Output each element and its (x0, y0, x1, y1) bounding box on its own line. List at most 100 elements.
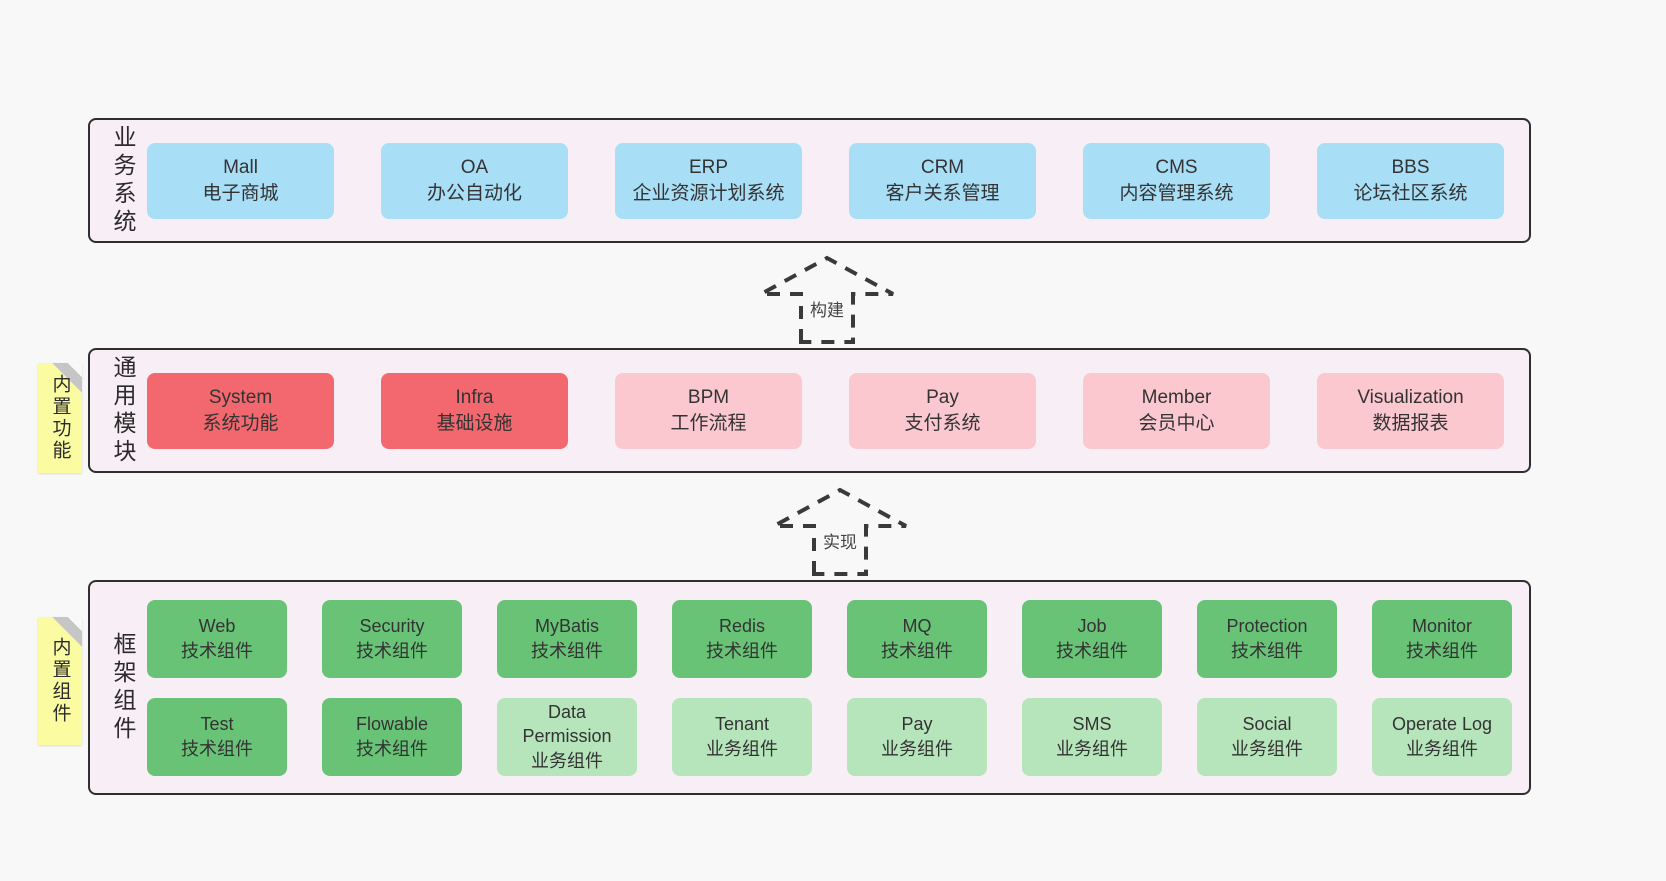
box-name: CRM (920, 156, 965, 178)
implement-arrow-shape (773, 487, 907, 576)
diagram-box-redis: Redis 技术组件 (672, 599, 812, 678)
layer-components-label: 框架组件 (110, 631, 136, 744)
build-arrow-shape (760, 255, 894, 344)
box-name: Tenant (714, 714, 770, 735)
diagram-box-mybatis: MyBatis 技术组件 (497, 599, 637, 678)
box-name: Monitor (1411, 616, 1473, 637)
box-name: Pay (926, 386, 959, 408)
box-desc: 会员中心 (1138, 412, 1215, 434)
box-desc: 业务组件 (531, 750, 603, 771)
implement-arrow-label: 实现 (823, 533, 857, 552)
box-desc: 基础设施 (436, 412, 513, 434)
implement-arrow: 实现 (773, 487, 907, 576)
box-name: System (208, 386, 273, 408)
diagram-box-mq: MQ 技术组件 (847, 599, 987, 678)
diagram-box-erp: ERP 企业资源计划系统 (615, 142, 802, 219)
box-name: Data Permission (522, 702, 612, 747)
box-desc: 技术组件 (181, 640, 253, 661)
box-desc: 电子商城 (202, 182, 279, 204)
diagram-box-bpm: BPM 工作流程 (615, 372, 802, 449)
diagram-box-bbs: BBS 论坛社区系统 (1317, 142, 1504, 219)
diagram-box-member: Member 会员中心 (1083, 372, 1270, 449)
sticky-note-built-in-features-label: 内置功能 (49, 374, 71, 462)
box-desc: 企业资源计划系统 (632, 182, 785, 204)
box-name: Protection (1226, 616, 1308, 637)
box-name: Member (1141, 386, 1212, 408)
diagram-box-oa: OA 办公自动化 (381, 142, 568, 219)
box-name: SMS (1072, 714, 1112, 735)
box-desc: 业务组件 (706, 738, 778, 759)
box-desc: 工作流程 (670, 412, 747, 434)
box-desc: 办公自动化 (426, 182, 522, 204)
box-name: Social (1242, 714, 1292, 735)
layer-modules-label: 通用模块 (110, 354, 136, 467)
box-name: BBS (1391, 156, 1430, 178)
diagram-box-infra: Infra 基础设施 (381, 372, 568, 449)
box-name: Web (198, 616, 236, 637)
box-name: Job (1077, 616, 1107, 637)
box-desc: 技术组件 (1231, 640, 1303, 661)
box-desc: 系统功能 (202, 412, 279, 434)
box-name: OA (460, 156, 489, 178)
diagram-box-mall: Mall 电子商城 (147, 142, 334, 219)
build-arrow-label: 构建 (810, 301, 844, 320)
box-name: Pay (901, 714, 933, 735)
layer-business-systems: 业务系统 Mall 电子商城 OA 办公自动化 ERP 企业资源计划系统 CRM 客户关系管理… (88, 118, 1531, 243)
diagram-box-visualization: Visualization 数据报表 (1317, 372, 1504, 449)
box-name: Redis (718, 616, 766, 637)
build-arrow-label-bg (805, 296, 849, 322)
sticky-note-built-in-features: 内置功能 (38, 363, 82, 473)
diagram-box-tenant: Tenant 业务组件 (672, 697, 812, 776)
box-desc: 业务组件 (1406, 738, 1478, 759)
box-desc: 业务组件 (881, 738, 953, 759)
diagram-box-pay: Pay 业务组件 (847, 697, 987, 776)
box-name: MQ (902, 616, 932, 637)
box-name: CMS (1155, 156, 1198, 178)
layer-business-label: 业务系统 (110, 124, 136, 237)
box-desc: 业务组件 (1056, 738, 1128, 759)
box-name: ERP (688, 156, 729, 178)
box-desc: 技术组件 (356, 640, 428, 661)
diagram-box-sms: SMS 业务组件 (1022, 697, 1162, 776)
build-arrow: 构建 (760, 255, 894, 344)
implement-arrow-label-bg (818, 528, 862, 554)
diagram-box-security: Security 技术组件 (322, 599, 462, 678)
diagram-box-system: System 系统功能 (147, 372, 334, 449)
box-name: BPM (687, 386, 730, 408)
diagram-box-job: Job 技术组件 (1022, 599, 1162, 678)
box-desc: 技术组件 (531, 640, 603, 661)
box-desc: 技术组件 (1406, 640, 1478, 661)
box-name: Mall (223, 156, 258, 178)
box-name: Test (200, 714, 234, 735)
box-desc: 技术组件 (706, 640, 778, 661)
box-desc: 论坛社区系统 (1353, 182, 1468, 204)
box-desc: 技术组件 (881, 640, 953, 661)
box-desc: 客户关系管理 (885, 182, 1000, 204)
box-name: Infra (455, 386, 494, 408)
box-name: Flowable (355, 714, 429, 735)
box-desc: 数据报表 (1372, 412, 1449, 434)
diagram-box-social: Social 业务组件 (1197, 697, 1337, 776)
diagram-box-monitor: Monitor 技术组件 (1372, 599, 1512, 678)
diagram-box-crm: CRM 客户关系管理 (849, 142, 1036, 219)
box-name: Security (359, 616, 425, 637)
box-desc: 技术组件 (1056, 640, 1128, 661)
diagram-box-protection: Protection 技术组件 (1197, 599, 1337, 678)
box-name: MyBatis (534, 616, 599, 637)
box-desc: 业务组件 (1231, 738, 1303, 759)
box-name: Visualization (1357, 386, 1464, 408)
sticky-note-built-in-components: 内置组件 (38, 617, 82, 745)
